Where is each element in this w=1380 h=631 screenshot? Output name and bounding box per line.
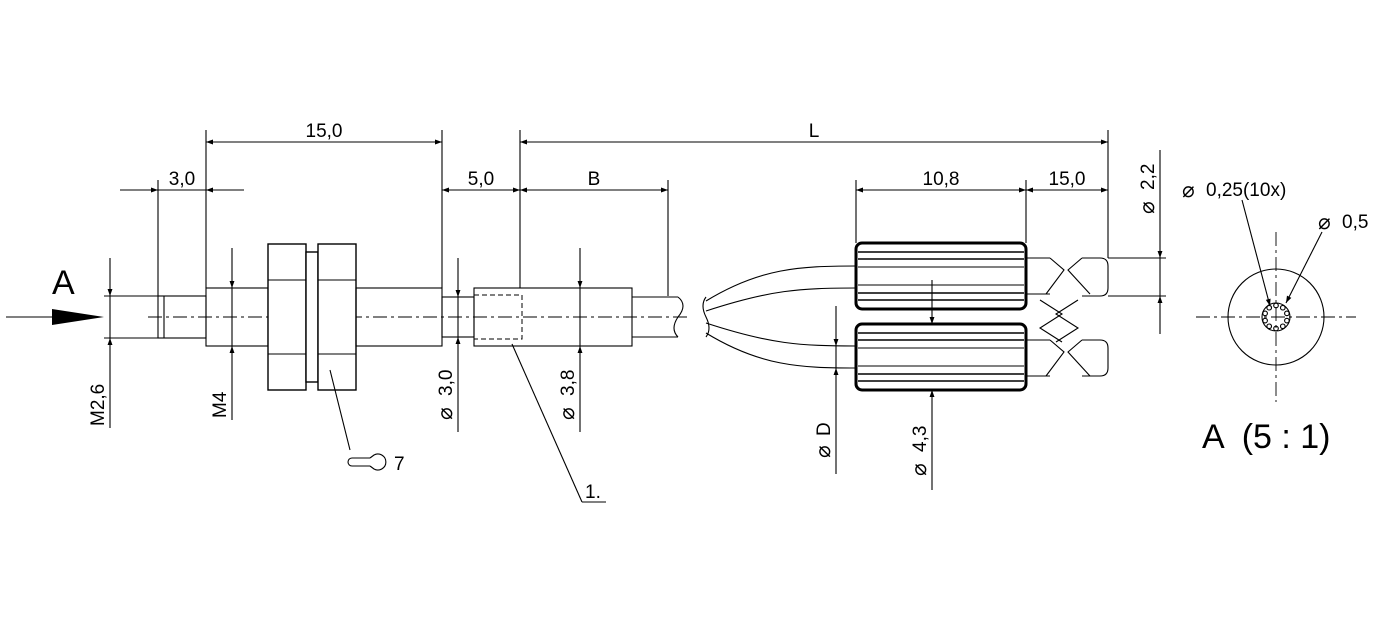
dim-10-8: 10,8 [855,169,1027,243]
dim-d4-3-symbol: ⌀ [907,463,931,476]
dim-d3-0-symbol: ⌀ [433,407,457,420]
fiber-cores [1262,302,1290,332]
view-title: A (5 : 1) [1202,418,1331,456]
view-a-detail: ⌀ 0,25(10x) ⌀ 0,5 A (5 : 1) [1182,178,1368,456]
wrench-icon [347,453,387,471]
dim-b-label: B [588,169,601,190]
dim-d2-2-label: 2,2 [1138,164,1159,190]
dim-3: 3,0 [120,169,244,296]
dim-d0-25-symbol: ⌀ [1182,178,1195,202]
note-1-label: 1. [585,482,601,503]
dim-d3-8-label: 3,8 [558,370,579,396]
dim-d3-8: ⌀ 3,8 [555,248,583,432]
dim-m4-label: M4 [210,391,231,418]
wrench-size-label: 7 [394,454,405,475]
dim-d2-2-symbol: ⌀ [1135,201,1159,214]
sensor-head [157,243,684,391]
dim-l: L [520,121,1109,258]
dim-d3-0: ⌀ 3,0 [433,258,461,432]
dim-l-label: L [809,121,820,142]
note-1-callout: 1. [511,343,606,503]
dim-10-8-label: 10,8 [923,169,960,190]
dim-15-top-label: 15,0 [306,121,343,142]
dim-5-label: 5,0 [468,169,494,190]
dim-d0-5-symbol: ⌀ [1318,210,1331,234]
dim-3-label: 3,0 [169,169,195,190]
break-zigzag [1038,299,1064,343]
wrench-callout: 7 [329,369,405,475]
dim-d-d-label: D [814,422,835,436]
dim-d0-5-label: 0,5 [1342,212,1368,233]
connector-lower [854,322,1109,392]
dim-5: 5,0 [442,130,521,288]
dim-15-right: 15,0 [1026,169,1108,193]
dim-d4-3-label: 4,3 [910,426,931,452]
dim-d4-3: ⌀ 4,3 [907,280,935,490]
view-arrow-a: A [6,264,104,325]
dim-15-top: 15,0 [205,121,443,288]
dim-b: B [520,169,669,296]
dim-d0-25-label: 0,25(10x) [1206,180,1286,201]
dim-d-d: ⌀ D [811,306,839,474]
dim-d-d-symbol: ⌀ [811,445,835,458]
view-arrow-label: A [52,264,75,302]
dim-m2-6-label: M2,6 [88,384,109,426]
dim-m2-6: M2,6 [88,258,158,428]
dim-15-right-label: 15,0 [1049,169,1086,190]
connector-upper [854,241,1109,311]
fiber-split [702,265,857,369]
dim-m4: M4 [210,248,235,420]
dim-d3-0-label: 3,0 [436,370,457,396]
dim-d3-8-symbol: ⌀ [555,407,579,420]
dim-d2-2: ⌀ 2,2 [1108,150,1166,334]
